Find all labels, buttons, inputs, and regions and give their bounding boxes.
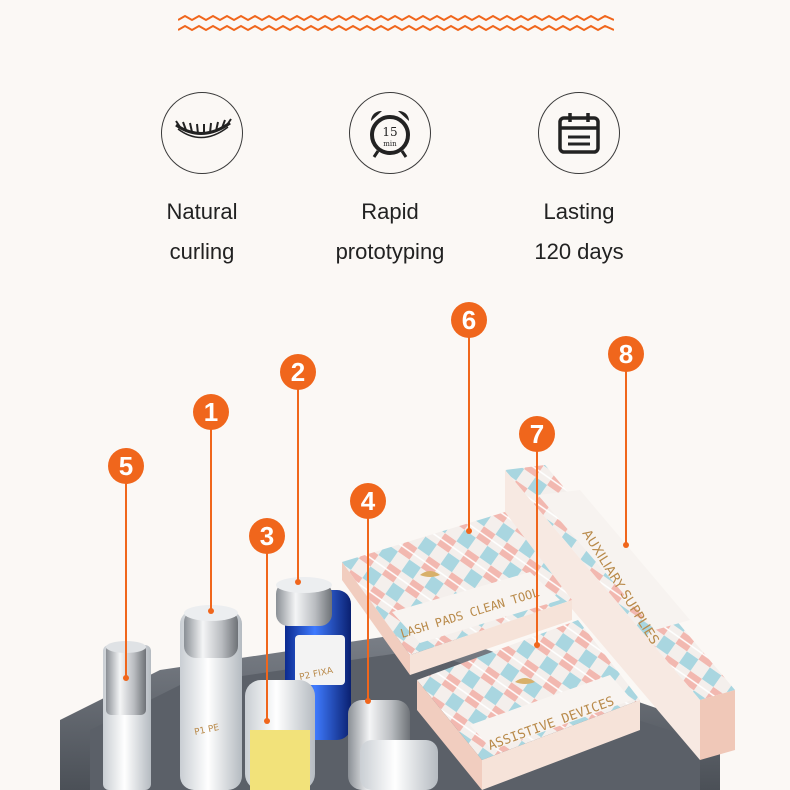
clock-unit: min — [383, 140, 397, 148]
product-badge-6: 6 — [451, 302, 487, 338]
product-badge-8: 8 — [608, 336, 644, 372]
leader-line-6 — [468, 336, 470, 531]
leader-dot-5 — [123, 675, 129, 681]
product-kit-drawing: AUXILIARY SUPPLIES LASH PADS CLEAN TOOL … — [60, 465, 735, 790]
feature-label: Rapid prototyping — [335, 199, 445, 264]
feature-natural-curling: Natural curling — [112, 92, 292, 272]
leader-line-5 — [125, 483, 127, 678]
leader-line-3 — [266, 552, 268, 722]
feature-label: Lasting 120 days — [534, 199, 624, 264]
feature-icon-circle: 15 min — [349, 92, 431, 174]
leader-line-7 — [536, 450, 538, 645]
product-kit-illustration: AUXILIARY SUPPLIES LASH PADS CLEAN TOOL … — [0, 290, 790, 790]
leader-dot-8 — [623, 542, 629, 548]
leader-dot-1 — [208, 608, 214, 614]
feature-icon-circle — [538, 92, 620, 174]
decorative-wave-divider — [178, 14, 614, 32]
leader-line-2 — [297, 388, 299, 582]
leader-line-4 — [367, 517, 369, 702]
product-badge-3: 3 — [249, 518, 285, 554]
feature-rapid-prototyping: 15 min Rapid prototyping — [300, 92, 480, 272]
leader-line-8 — [625, 370, 627, 545]
feature-lasting-120-days: Lasting 120 days — [489, 92, 669, 272]
leader-dot-6 — [466, 528, 472, 534]
feature-icon-circle — [161, 92, 243, 174]
product-badge-4: 4 — [350, 483, 386, 519]
leader-dot-4 — [365, 698, 371, 704]
feature-label: Natural curling — [166, 199, 238, 264]
product-badge-5: 5 — [108, 448, 144, 484]
eyelash-icon — [175, 118, 232, 139]
leader-dot-2 — [295, 579, 301, 585]
product-badge-2: 2 — [280, 354, 316, 390]
leader-dot-3 — [264, 718, 270, 724]
alarm-clock-icon: 15 min — [370, 110, 410, 158]
leader-line-1 — [210, 426, 212, 611]
product-badge-7: 7 — [519, 416, 555, 452]
clock-number: 15 — [382, 125, 397, 139]
leader-dot-7 — [534, 642, 540, 648]
calendar-icon — [558, 113, 600, 154]
product-badge-1: 1 — [193, 394, 229, 430]
